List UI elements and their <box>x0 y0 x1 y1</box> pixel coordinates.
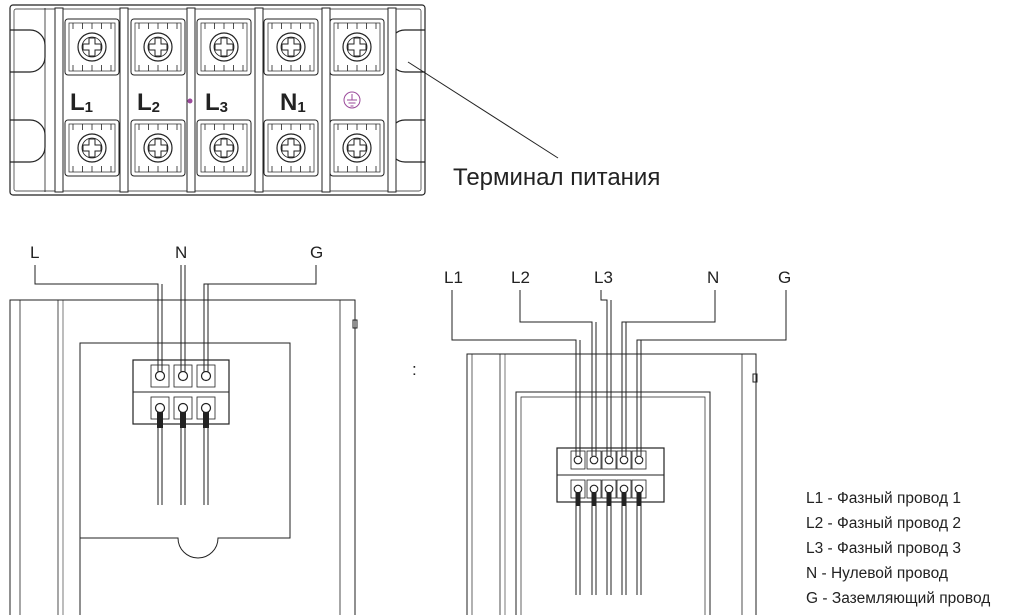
tp-wire-0 <box>451 290 577 456</box>
screw-head-icon <box>281 37 301 57</box>
sp-terminal-cell <box>173 364 193 388</box>
stray-mark: : <box>412 360 417 379</box>
tp-terminal-cell <box>570 450 586 470</box>
screw-cells <box>64 18 385 177</box>
screw-head-icon <box>347 37 367 57</box>
screw-head-icon <box>82 138 102 158</box>
tp-terminal-cell <box>586 450 602 470</box>
terminal-caption: Терминал питания <box>453 164 660 191</box>
sp-terminal-screw <box>177 370 189 382</box>
sp-wire-l <box>34 265 159 372</box>
screw-terminal <box>329 18 385 76</box>
terminal-block <box>9 4 426 196</box>
screw-terminal <box>263 18 319 76</box>
rib-4 <box>321 7 331 193</box>
center-dot <box>187 98 193 104</box>
sp-wire-lug <box>157 412 163 428</box>
terminal-label-l1: L1 <box>70 89 93 116</box>
legend: L1 - Фазный провод 1 L2 - Фазный провод … <box>806 486 990 611</box>
legend-item-l2: L2 - Фазный провод 2 <box>806 515 961 532</box>
screw-terminal <box>263 119 319 177</box>
tp-wire-lug <box>591 492 597 506</box>
screw-head-icon <box>148 138 168 158</box>
screw-head-icon <box>281 138 301 158</box>
tp-wire-lug <box>606 492 612 506</box>
legend-item-g: G - Заземляющий провод <box>806 590 991 607</box>
sp-wire-label-l: L <box>30 243 39 262</box>
screw-terminal <box>196 18 252 76</box>
rib-1 <box>119 7 129 193</box>
tp-wire-lug <box>575 492 581 506</box>
tp-wire-label-l2: L2 <box>511 268 530 287</box>
tp-wire-lug <box>621 492 627 506</box>
sp-terminal-cell <box>196 364 216 388</box>
sp-wire-label-n: N <box>175 243 187 262</box>
screw-head-icon <box>214 138 234 158</box>
tp-terminal-cell <box>601 450 617 470</box>
sp-terminal-screw <box>200 402 212 414</box>
tp-wire-2 <box>600 290 608 456</box>
screw-head-icon <box>214 37 234 57</box>
single-phase-wires <box>34 265 317 505</box>
rib-0 <box>54 7 64 193</box>
tp-wire-4 <box>636 290 787 456</box>
caption-leader <box>407 61 559 159</box>
legend-item-l1: L1 - Фазный провод 1 <box>806 490 961 507</box>
single-phase-diagram: L N G <box>9 243 358 615</box>
tp-terminal-screw <box>589 484 599 494</box>
tp-terminal-screw <box>573 455 583 465</box>
sp-terminal-screw <box>200 370 212 382</box>
screw-head-icon <box>148 37 168 57</box>
screw-head-icon <box>82 37 102 57</box>
terminal-label-l3: L3 <box>205 89 228 116</box>
tp-wire-label-l1: L1 <box>444 268 463 287</box>
terminal-label-n1: N1 <box>280 89 306 116</box>
tp-terminal-screw <box>619 455 629 465</box>
rib-5 <box>387 7 397 193</box>
tp-wire-lug <box>636 492 642 506</box>
tp-wire-label-n: N <box>707 268 719 287</box>
screw-terminal <box>329 119 385 177</box>
legend-item-l3: L3 - Фазный провод 3 <box>806 540 961 557</box>
tp-terminal-cell <box>631 450 647 470</box>
ground-icon <box>343 91 361 109</box>
tp-terminal-cell <box>616 450 632 470</box>
three-phase-terminals <box>570 450 647 499</box>
three-phase-diagram: L1 L2 L3 N G <box>444 268 791 615</box>
rib-3 <box>254 7 264 193</box>
tp-wire-3 <box>621 290 716 456</box>
sp-terminal-cell <box>150 364 170 388</box>
tp-terminal-screw <box>604 455 614 465</box>
tp-wire-label-l3: L3 <box>594 268 613 287</box>
three-phase-wires <box>451 290 787 595</box>
screw-terminal <box>64 119 120 177</box>
sp-wire-label-g: G <box>310 243 323 262</box>
tp-terminal-screw <box>619 484 629 494</box>
legend-item-n: N - Нулевой провод <box>806 565 948 582</box>
terminal-label-l2: L2 <box>137 89 160 116</box>
tp-terminal-screw <box>634 484 644 494</box>
sp-terminal-screw <box>154 402 166 414</box>
sp-wire-lug <box>203 412 209 428</box>
sp-terminal-screw <box>154 370 166 382</box>
tp-terminal-screw <box>634 455 644 465</box>
tp-wire-1 <box>519 290 593 456</box>
screw-terminal <box>130 119 186 177</box>
tp-wire-label-g: G <box>778 268 791 287</box>
tp-terminal-screw <box>573 484 583 494</box>
sp-wire-lug <box>180 412 186 428</box>
screw-terminal <box>130 18 186 76</box>
sp-terminal-screw <box>177 402 189 414</box>
tp-terminal-screw <box>604 484 614 494</box>
screw-terminal <box>196 119 252 177</box>
screw-head-icon <box>347 138 367 158</box>
screw-terminal <box>64 18 120 76</box>
tp-terminal-screw <box>589 455 599 465</box>
sp-wire-g <box>203 265 317 372</box>
